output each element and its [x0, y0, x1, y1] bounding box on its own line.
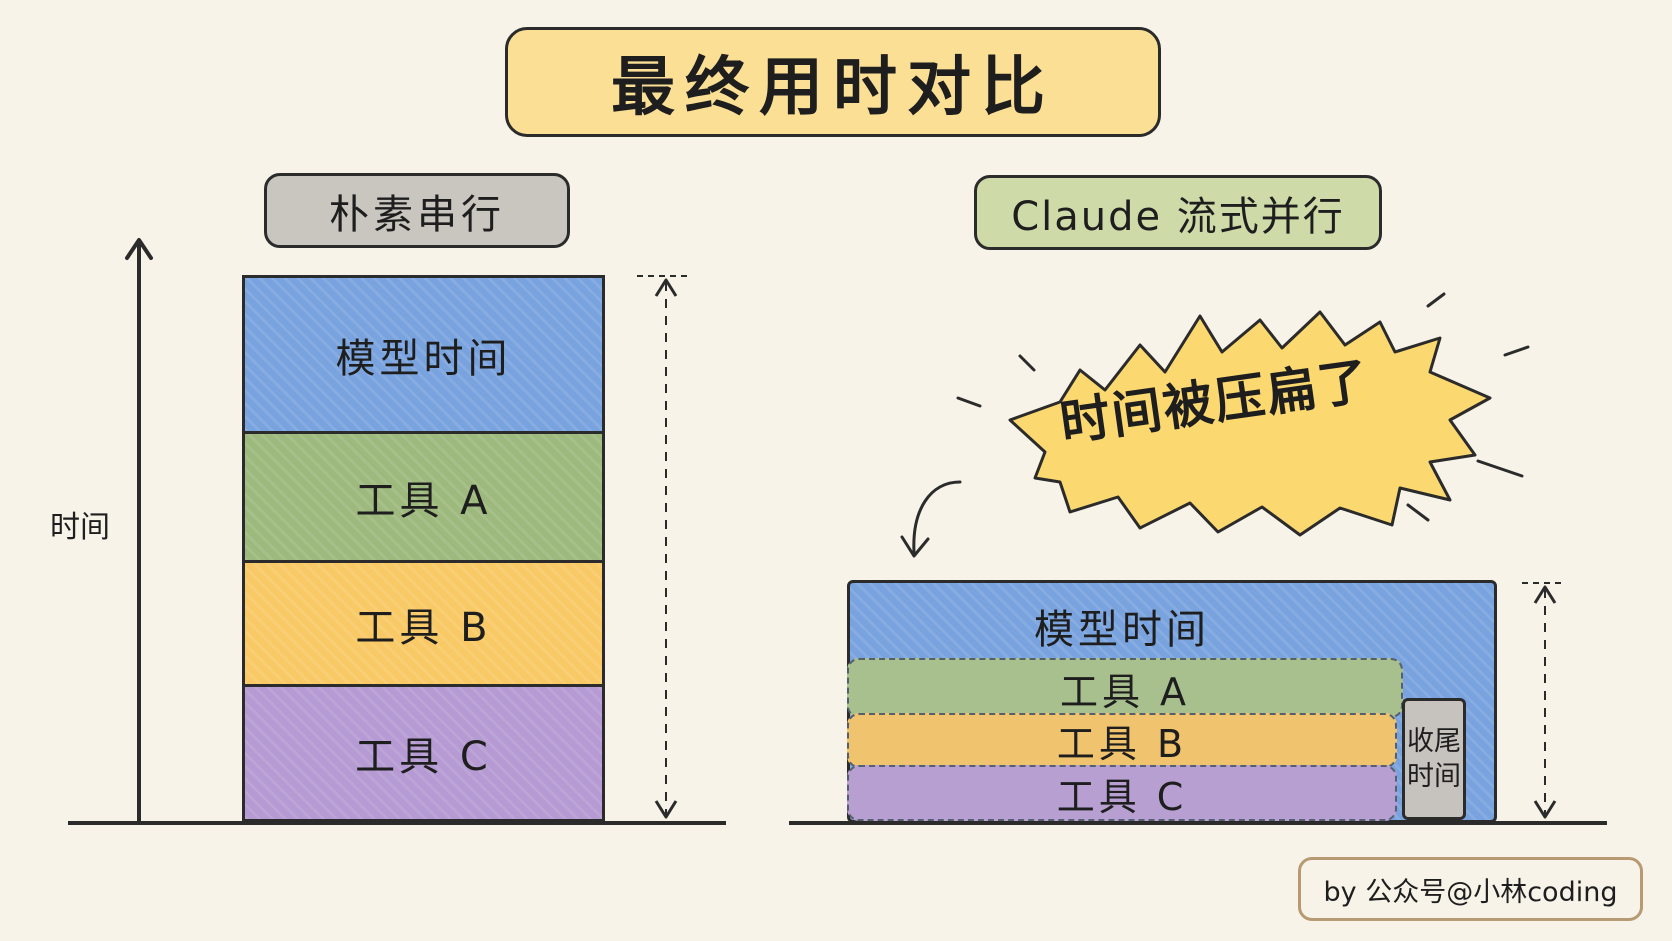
serial-tool-a-block: 工具 A: [242, 431, 605, 563]
parallel-tool-b-block: 工具 B: [847, 713, 1397, 768]
time-axis-arrowhead: [125, 238, 153, 260]
left-dimension-arrow-up: [654, 278, 678, 297]
callout-arrowhead: [900, 535, 930, 558]
callout-curved-arrow: [912, 480, 962, 554]
tail-time-line2: 时间: [1407, 761, 1461, 792]
time-axis-label: 时间: [50, 510, 110, 545]
parallel-tool-a-block: 工具 A: [847, 658, 1403, 718]
callout-starburst: [1008, 310, 1492, 537]
serial-model-time-block: 模型时间: [242, 275, 605, 434]
page-title: 最终用时对比: [505, 27, 1161, 137]
left-dimension-arrow-down: [654, 800, 678, 819]
serial-label: 朴素串行: [264, 173, 570, 248]
right-dimension-arrow-up: [1533, 585, 1557, 604]
parallel-tool-c-block: 工具 C: [847, 765, 1397, 821]
serial-tool-c-block: 工具 C: [242, 684, 605, 822]
right-dimension-arrow-down: [1533, 800, 1557, 819]
parallel-label: Claude 流式并行: [974, 175, 1382, 250]
serial-tool-b-block: 工具 B: [242, 560, 605, 687]
credit-badge: by 公众号@小林coding: [1298, 857, 1643, 921]
callout-rays: [956, 292, 1530, 522]
tail-time-line1: 收尾: [1407, 725, 1461, 757]
tail-time-block: 收尾 时间: [1402, 698, 1466, 820]
